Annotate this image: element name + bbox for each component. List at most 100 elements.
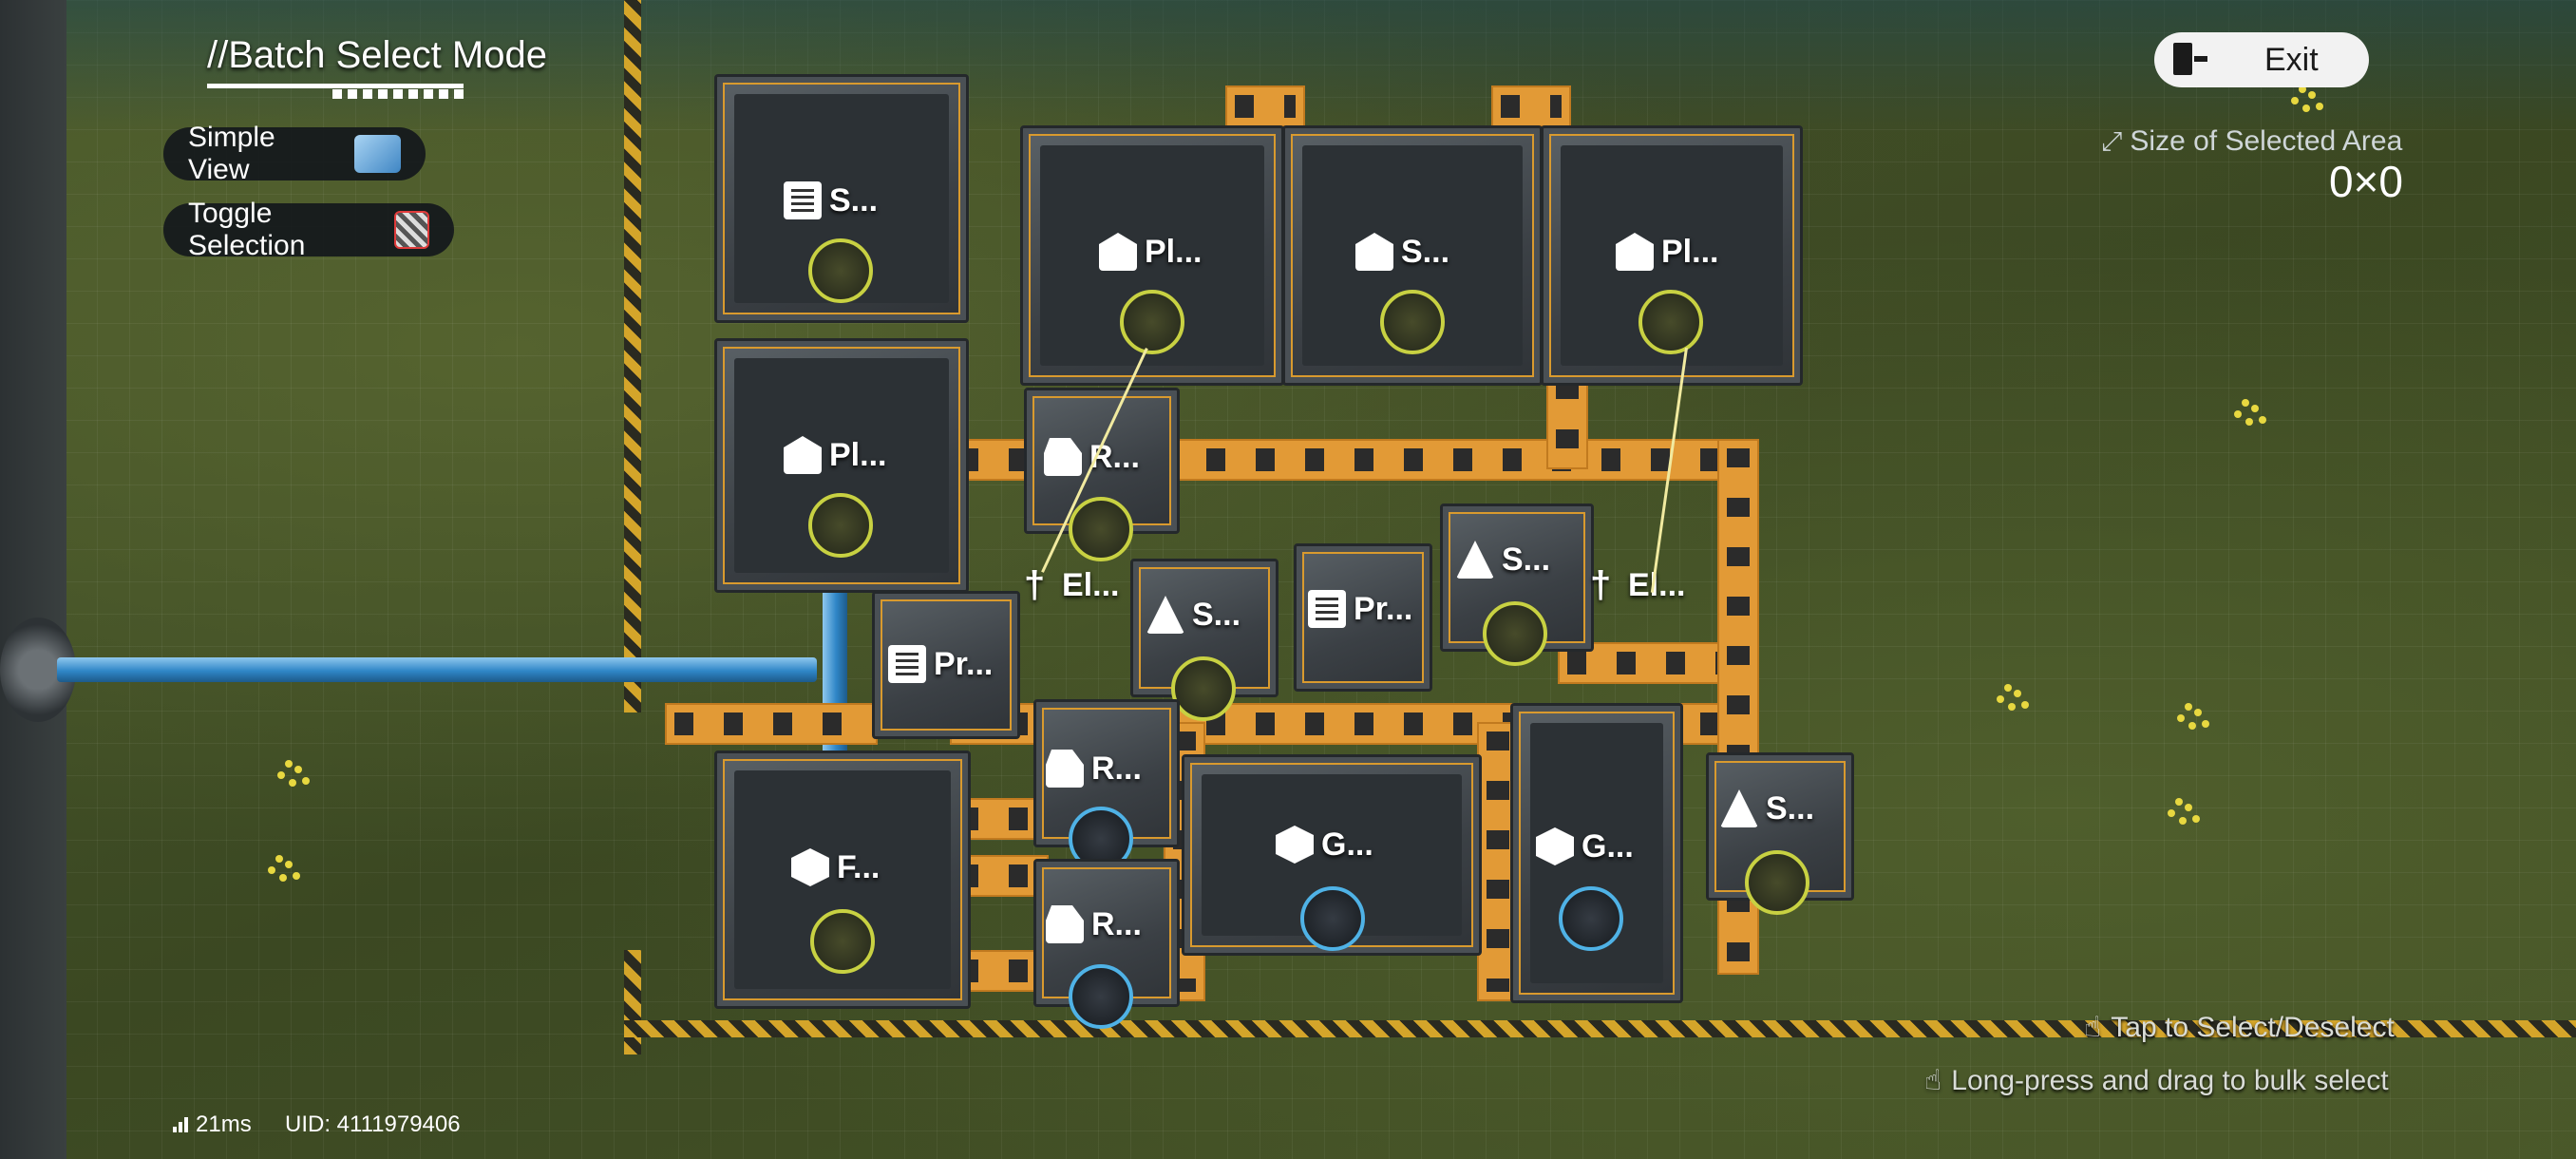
protocol-stash[interactable]: Pr... <box>872 591 1020 739</box>
selected-area-value: 0×0 <box>2328 157 2403 206</box>
item-badge <box>1171 656 1236 721</box>
simple-view-button[interactable]: Simple View <box>163 122 426 185</box>
toggle-selection-button[interactable]: Toggle Selection <box>163 198 454 261</box>
electric-pylon-icon <box>1016 566 1054 604</box>
building-label: R... <box>1044 438 1140 476</box>
exit-button[interactable]: Exit <box>2154 32 2369 87</box>
exit-door-icon <box>2169 41 2207 79</box>
planting-unit[interactable]: Pl... <box>1020 125 1284 386</box>
planting-icon <box>1616 233 1654 271</box>
water-pipe <box>57 657 817 682</box>
building-name: S... <box>829 181 879 218</box>
building-name: Pl... <box>1145 233 1203 270</box>
building-name: R... <box>1091 750 1142 787</box>
item-badge <box>1069 497 1133 561</box>
seed-icon <box>1355 233 1393 271</box>
conveyor-belt[interactable] <box>1491 86 1571 127</box>
building-name: El... <box>1062 566 1120 603</box>
hint-tap: ☝ Tap to Select/Deselect <box>2084 1011 2395 1044</box>
protocol-stash[interactable]: Pr... <box>1294 543 1432 692</box>
item-badge <box>808 238 873 303</box>
filling-icon <box>791 848 829 886</box>
conveyor-belt[interactable] <box>1546 370 1588 469</box>
electric-pylon[interactable]: El... <box>1016 566 1119 604</box>
conveyor-belt[interactable] <box>1225 86 1305 127</box>
building-label: S... <box>1720 789 1814 827</box>
selected-area-label: ⤢ Size of Selected Area <box>2101 125 2402 158</box>
item-badge <box>1483 601 1547 666</box>
eye-hidden-icon <box>354 135 401 173</box>
grinding-icon <box>1276 826 1314 864</box>
refining-icon <box>1046 750 1084 788</box>
hint-long-press-text: Long-press and drag to bulk select <box>1951 1064 2389 1096</box>
building-label: S... <box>784 181 878 219</box>
flower-patch <box>2185 703 2192 711</box>
flower-patch <box>2004 684 2012 692</box>
item-badge <box>1380 290 1445 354</box>
shredding-icon <box>1720 789 1758 827</box>
storage-icon <box>784 181 822 219</box>
building-label: Pl... <box>784 436 886 474</box>
building-label: G... <box>1276 826 1373 864</box>
refining-unit[interactable]: R... <box>1024 388 1180 561</box>
storage-building[interactable]: S... <box>714 74 969 323</box>
building-label: Pr... <box>1308 590 1412 628</box>
seed-collector[interactable]: S... <box>1282 125 1543 386</box>
planting-unit[interactable]: Pl... <box>1541 125 1803 386</box>
hazard-stripe-left-lower <box>624 950 641 1054</box>
refining-unit[interactable]: R... <box>1033 699 1180 871</box>
item-badge <box>1559 886 1623 951</box>
planting-unit[interactable]: Pl... <box>714 338 969 593</box>
building-name: Pl... <box>1661 233 1719 270</box>
building-name: G... <box>1321 826 1373 863</box>
building-name: S... <box>1766 789 1815 826</box>
user-id: UID: 4111979406 <box>285 1112 461 1137</box>
building-label: R... <box>1046 905 1142 943</box>
item-badge <box>1745 850 1809 915</box>
grinding-unit[interactable]: G... <box>1510 703 1683 1003</box>
shredding-icon <box>1456 541 1494 579</box>
filling-unit[interactable]: F... <box>714 750 971 1009</box>
item-badge <box>1300 886 1365 951</box>
protocol-icon <box>888 645 926 683</box>
shredding-unit[interactable]: S... <box>1130 559 1279 721</box>
refining-unit[interactable]: R... <box>1033 859 1180 1029</box>
item-badge <box>1638 290 1703 354</box>
refining-icon <box>1044 438 1082 476</box>
electric-pylon[interactable]: El... <box>1582 566 1685 604</box>
item-badge <box>1120 290 1184 354</box>
building-name: F... <box>837 848 881 885</box>
grinding-unit[interactable]: G... <box>1182 754 1482 956</box>
building-name: G... <box>1582 827 1634 864</box>
shredding-unit[interactable]: S... <box>1440 504 1594 666</box>
shredding-icon <box>1146 596 1184 634</box>
building-name: El... <box>1628 566 1686 603</box>
signal-bars-icon <box>173 1117 188 1132</box>
latency-value: 21ms <box>196 1112 252 1137</box>
conveyor-belt[interactable] <box>1477 722 1519 1001</box>
building-name: S... <box>1502 541 1551 578</box>
building-label: F... <box>791 848 880 886</box>
shredding-unit[interactable]: S... <box>1706 752 1854 915</box>
toggle-selection-label: Toggle Selection <box>188 198 306 261</box>
planting-icon <box>1099 233 1137 271</box>
building-label: S... <box>1355 233 1449 271</box>
item-badge <box>1069 964 1133 1029</box>
network-latency: 21ms <box>173 1112 252 1138</box>
conveyor-belt[interactable] <box>665 703 878 745</box>
item-badge <box>810 909 875 974</box>
building-label: Pr... <box>888 645 993 683</box>
left-wall <box>0 0 66 1159</box>
simple-view-label: Simple View <box>188 122 275 185</box>
refining-icon <box>1046 905 1084 943</box>
mode-title-underline <box>207 84 464 88</box>
building-label: R... <box>1046 750 1142 788</box>
hint-tap-text: Tap to Select/Deselect <box>2111 1011 2395 1043</box>
building-name: Pl... <box>829 436 887 473</box>
mode-title: //Batch Select Mode <box>207 34 547 76</box>
mode-title-decoration <box>332 89 465 99</box>
flower-patch <box>275 855 283 863</box>
electric-pylon-icon <box>1582 566 1620 604</box>
flower-patch <box>2299 86 2306 93</box>
